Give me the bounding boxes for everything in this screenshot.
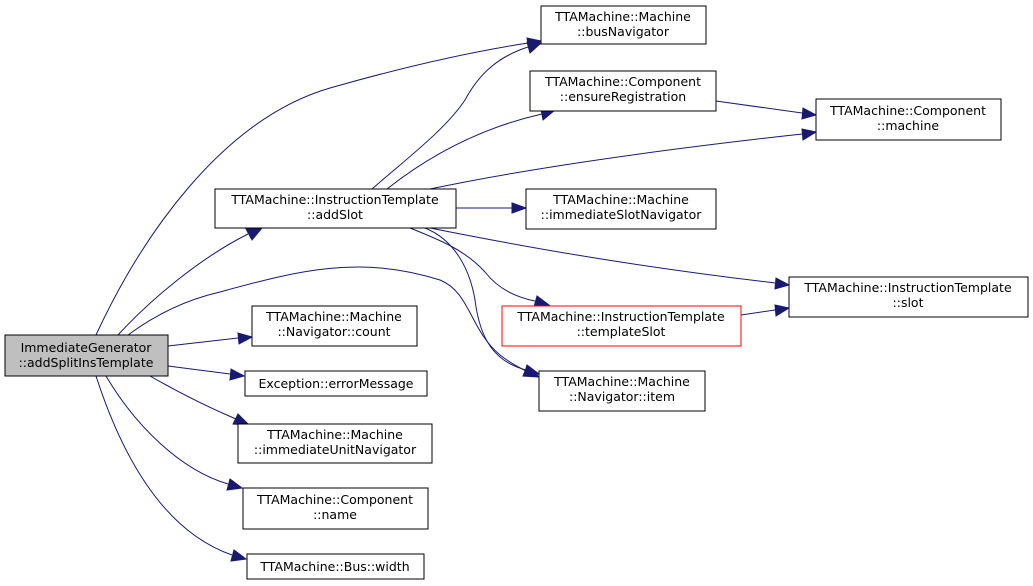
node-component-ensureregistration[interactable]: TTAMachine::Component ::ensureRegistrati… xyxy=(529,70,717,112)
node-instructiontemplate-addslot[interactable]: TTAMachine::InstructionTemplate ::addSlo… xyxy=(214,188,457,229)
node-component-machine[interactable]: TTAMachine::Component ::machine xyxy=(815,98,1002,141)
node-label-line2: ::addSplitInsTemplate xyxy=(19,355,154,370)
edge-root-to-name xyxy=(105,375,244,491)
edge-addslot-to-item xyxy=(424,227,541,377)
node-label-line1: TTAMachine::InstructionTemplate xyxy=(803,280,1012,295)
node-machine-busnavigator[interactable]: TTAMachine::Machine ::busNavigator xyxy=(540,5,707,45)
edge-root-to-immediateunitnavigator xyxy=(149,375,251,426)
node-label-line2: ::machine xyxy=(877,118,939,133)
edge-addslot-to-ensureregistration xyxy=(386,108,557,190)
edge-addslot-to-busnavigator xyxy=(371,41,543,190)
node-label-line2: ::immediateUnitNavigator xyxy=(254,442,417,457)
node-label-line1: TTAMachine::InstructionTemplate xyxy=(230,192,439,207)
node-label-line2: ::busNavigator xyxy=(577,24,670,39)
node-instructiontemplate-slot[interactable]: TTAMachine::InstructionTemplate ::slot xyxy=(788,276,1029,318)
edge-root-to-width xyxy=(95,375,248,562)
node-immediategenerator-addsplitinstemplate[interactable]: ImmediateGenerator ::addSplitInsTemplate xyxy=(4,334,169,377)
node-label-line1: TTAMachine::Machine xyxy=(266,427,403,442)
node-component-name[interactable]: TTAMachine::Component ::name xyxy=(242,487,429,530)
node-machine-immediateslotnavigator[interactable]: TTAMachine::Machine ::immediateSlotNavig… xyxy=(525,188,717,230)
edge-templateslot-to-slot xyxy=(740,304,791,317)
node-instructiontemplate-templateslot[interactable]: TTAMachine::InstructionTemplate ::templa… xyxy=(501,305,742,347)
node-machine-immediateunitnavigator[interactable]: TTAMachine::Machine ::immediateUnitNavig… xyxy=(237,423,433,464)
node-label-line2: ::addSlot xyxy=(307,207,363,222)
node-label-line1: TTAMachine::Component xyxy=(256,492,413,507)
node-machine-navigator-count[interactable]: TTAMachine::Machine ::Navigator::count xyxy=(251,305,418,347)
node-label-line1: TTAMachine::Machine xyxy=(553,374,690,389)
edge-addslot-to-machine xyxy=(429,128,818,190)
node-label-line1: ImmediateGenerator xyxy=(21,340,153,355)
node-label-line1: TTAMachine::Component xyxy=(829,103,986,118)
node-label-line2: ::slot xyxy=(893,295,924,310)
node-label-line2: ::ensureRegistration xyxy=(560,89,686,104)
node-label-line1: TTAMachine::Machine xyxy=(554,9,691,24)
edge-root-to-busnavigator xyxy=(95,37,543,336)
edge-root-to-addslot xyxy=(117,227,264,336)
edge-ensureregistration-to-machine xyxy=(715,100,818,120)
edge-addslot-to-immediateslotnavigator xyxy=(456,202,528,214)
node-exception-errormessage[interactable]: Exception::errorMessage xyxy=(244,370,428,397)
node-label-line2: ::Navigator::count xyxy=(277,324,390,339)
edge-root-to-count xyxy=(167,332,254,347)
node-label-line1: TTAMachine::Bus::width xyxy=(259,559,409,574)
node-label-line1: Exception::errorMessage xyxy=(259,376,414,391)
node-machine-navigator-item[interactable]: TTAMachine::Machine ::Navigator::item xyxy=(538,370,706,412)
node-label-line1: TTAMachine::Machine xyxy=(265,309,402,324)
edge-addslot-to-slot xyxy=(429,227,791,290)
node-label-line1: TTAMachine::Component xyxy=(544,74,701,89)
node-label-line2: ::name xyxy=(313,507,357,522)
node-bus-width[interactable]: TTAMachine::Bus::width xyxy=(246,553,425,580)
edge-root-to-errormessage xyxy=(167,365,246,381)
node-label-line2: ::templateSlot xyxy=(577,324,666,339)
node-label-line1: TTAMachine::Machine xyxy=(552,192,689,207)
edge-addslot-to-templateslot xyxy=(409,227,551,308)
node-label-line2: ::immediateSlotNavigator xyxy=(541,207,703,222)
node-label-line2: ::Navigator::item xyxy=(569,389,675,404)
node-label-line1: TTAMachine::InstructionTemplate xyxy=(516,309,725,324)
